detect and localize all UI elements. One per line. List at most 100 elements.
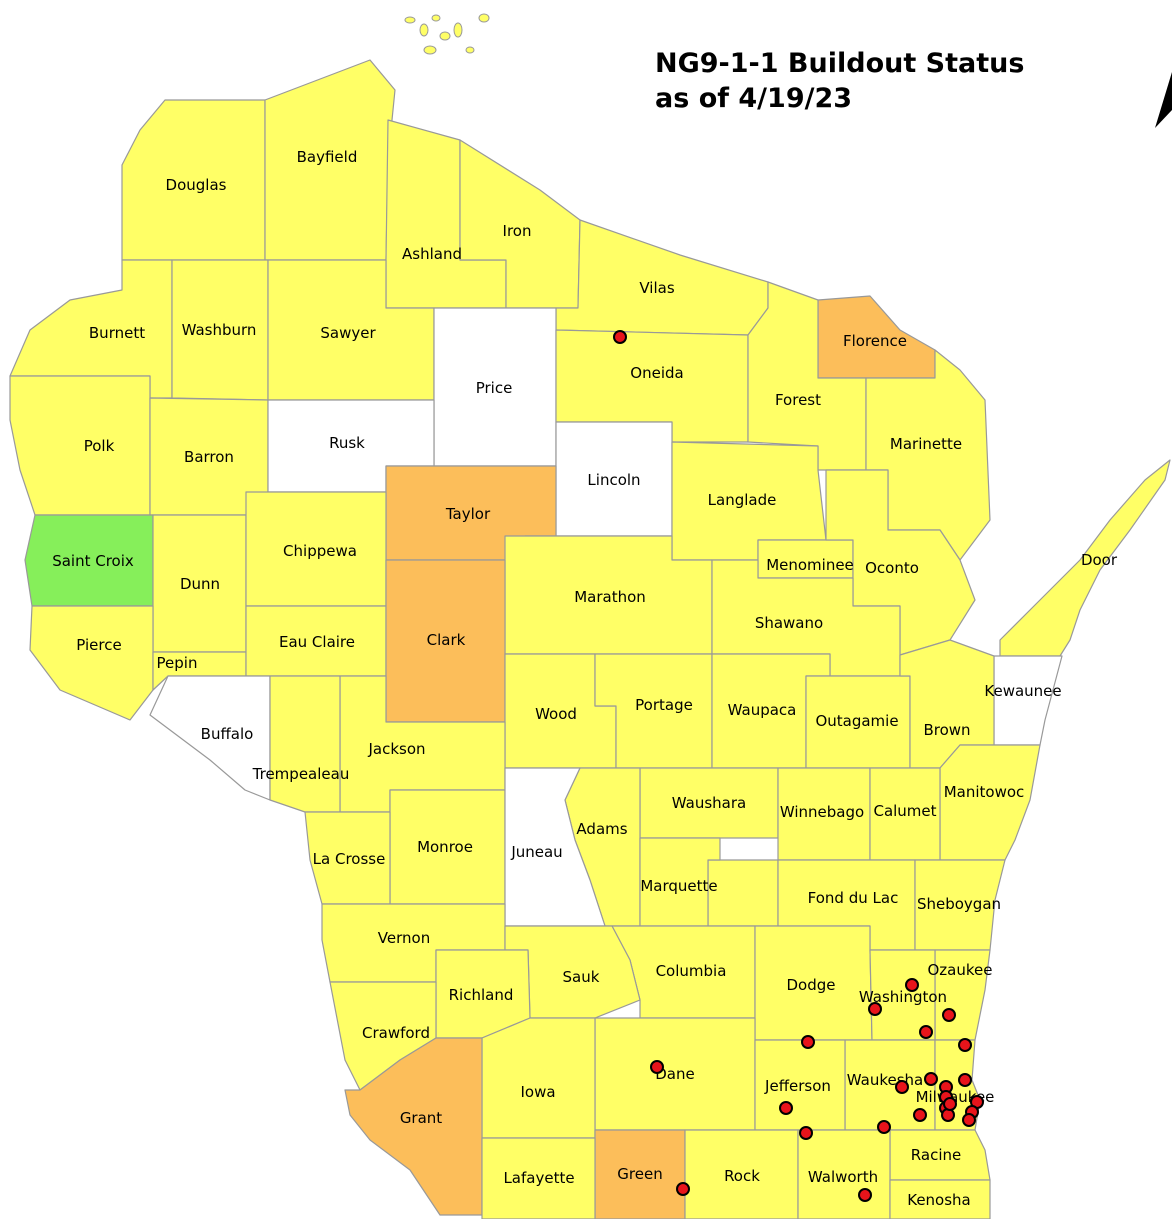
- site-marker[interactable]: [877, 1120, 891, 1134]
- site-marker[interactable]: [905, 978, 919, 992]
- label-sheboygan: Sheboygan: [917, 895, 1001, 913]
- label-green: Green: [617, 1165, 662, 1183]
- label-waupaca: Waupaca: [728, 701, 797, 719]
- label-forest: Forest: [775, 391, 821, 409]
- label-grant: Grant: [400, 1109, 442, 1127]
- label-manitowoc: Manitowoc: [944, 783, 1025, 801]
- label-adams: Adams: [576, 820, 627, 838]
- label-marathon: Marathon: [574, 588, 646, 606]
- site-marker[interactable]: [941, 1108, 955, 1122]
- label-fond-du-lac: Fond du Lac: [808, 889, 899, 907]
- label-portage: Portage: [635, 696, 693, 714]
- site-marker[interactable]: [919, 1025, 933, 1039]
- label-price: Price: [476, 379, 513, 397]
- county-kenosha: [889, 1179, 991, 1219]
- label-juneau: Juneau: [510, 843, 562, 861]
- site-marker[interactable]: [868, 1002, 882, 1016]
- county-door: [999, 459, 1171, 657]
- label-monroe: Monroe: [417, 838, 473, 856]
- label-dodge: Dodge: [787, 976, 836, 994]
- label-marquette: Marquette: [640, 877, 717, 895]
- site-marker[interactable]: [799, 1126, 813, 1140]
- label-door: Door: [1081, 551, 1118, 569]
- label-clark: Clark: [427, 631, 466, 649]
- label-rock: Rock: [724, 1167, 760, 1185]
- label-richland: Richland: [449, 986, 514, 1004]
- label-shawano: Shawano: [755, 614, 823, 632]
- site-marker[interactable]: [650, 1060, 664, 1074]
- label-burnett: Burnett: [89, 324, 145, 342]
- site-marker[interactable]: [958, 1038, 972, 1052]
- site-marker[interactable]: [676, 1182, 690, 1196]
- apostle-islands: [404, 13, 490, 55]
- site-marker[interactable]: [924, 1072, 938, 1086]
- label-eau-claire: Eau Claire: [279, 633, 355, 651]
- label-sawyer: Sawyer: [320, 324, 376, 342]
- label-vernon: Vernon: [378, 929, 430, 947]
- label-columbia: Columbia: [656, 962, 727, 980]
- label-jefferson: Jefferson: [764, 1077, 831, 1095]
- label-vilas: Vilas: [639, 279, 674, 297]
- label-ashland: Ashland: [402, 245, 462, 263]
- site-marker[interactable]: [962, 1113, 976, 1127]
- label-la-crosse: La Crosse: [313, 850, 386, 868]
- site-marker[interactable]: [958, 1073, 972, 1087]
- label-kewaunee: Kewaunee: [984, 682, 1061, 700]
- site-marker[interactable]: [779, 1101, 793, 1115]
- site-marker[interactable]: [895, 1080, 909, 1094]
- label-marinette: Marinette: [890, 435, 962, 453]
- label-oneida: Oneida: [630, 364, 683, 382]
- label-polk: Polk: [84, 437, 115, 455]
- county-vilas: [555, 219, 769, 336]
- label-pierce: Pierce: [76, 636, 121, 654]
- county-kewaunee: [993, 655, 1063, 746]
- label-wood: Wood: [535, 705, 577, 723]
- label-florence: Florence: [843, 332, 907, 350]
- label-langlade: Langlade: [708, 491, 777, 509]
- label-barron: Barron: [184, 448, 234, 466]
- label-lafayette: Lafayette: [503, 1169, 574, 1187]
- county-trempealeau: [269, 675, 341, 813]
- label-chippewa: Chippewa: [283, 542, 357, 560]
- label-menominee: Menominee: [766, 556, 854, 574]
- label-ozaukee: Ozaukee: [928, 961, 993, 979]
- counties-layer: [9, 13, 1171, 1219]
- site-marker[interactable]: [801, 1035, 815, 1049]
- county-green-lake: [707, 859, 779, 927]
- site-markers: [613, 330, 984, 1202]
- label-racine: Racine: [911, 1146, 961, 1164]
- map-title-line1: NG9-1-1 Buildout Status: [655, 48, 1025, 79]
- label-dunn: Dunn: [180, 575, 220, 593]
- label-buffalo: Buffalo: [201, 725, 254, 743]
- county-lafayette: [481, 1137, 596, 1219]
- county-manitowoc: [939, 744, 1041, 861]
- label-iron: Iron: [503, 222, 532, 240]
- label-oconto: Oconto: [865, 559, 919, 577]
- label-sauk: Sauk: [563, 968, 600, 986]
- label-outagamie: Outagamie: [815, 712, 898, 730]
- county-labels: DouglasBayfieldAshlandIronVilasFlorenceB…: [52, 148, 1118, 1209]
- label-bayfield: Bayfield: [297, 148, 358, 166]
- site-marker[interactable]: [913, 1108, 927, 1122]
- label-dane: Dane: [655, 1065, 694, 1083]
- site-marker[interactable]: [943, 1097, 957, 1111]
- county-pierce: [29, 605, 154, 721]
- label-waushara: Waushara: [672, 794, 746, 812]
- label-jackson: Jackson: [367, 740, 425, 758]
- label-trempealeau: Trempealeau: [252, 765, 350, 783]
- label-rusk: Rusk: [329, 434, 365, 452]
- label-walworth: Walworth: [808, 1168, 878, 1186]
- label-calumet: Calumet: [873, 802, 936, 820]
- label-brown: Brown: [923, 721, 970, 739]
- label-washington: Washington: [859, 988, 947, 1006]
- county-sheboygan: [914, 859, 1006, 951]
- label-douglas: Douglas: [166, 176, 227, 194]
- county-polk: [9, 375, 151, 516]
- site-marker[interactable]: [942, 1008, 956, 1022]
- label-iowa: Iowa: [520, 1083, 555, 1101]
- label-crawford: Crawford: [362, 1024, 430, 1042]
- map-title-line2: as of 4/19/23: [655, 83, 853, 114]
- site-marker[interactable]: [613, 330, 627, 344]
- site-marker[interactable]: [858, 1188, 872, 1202]
